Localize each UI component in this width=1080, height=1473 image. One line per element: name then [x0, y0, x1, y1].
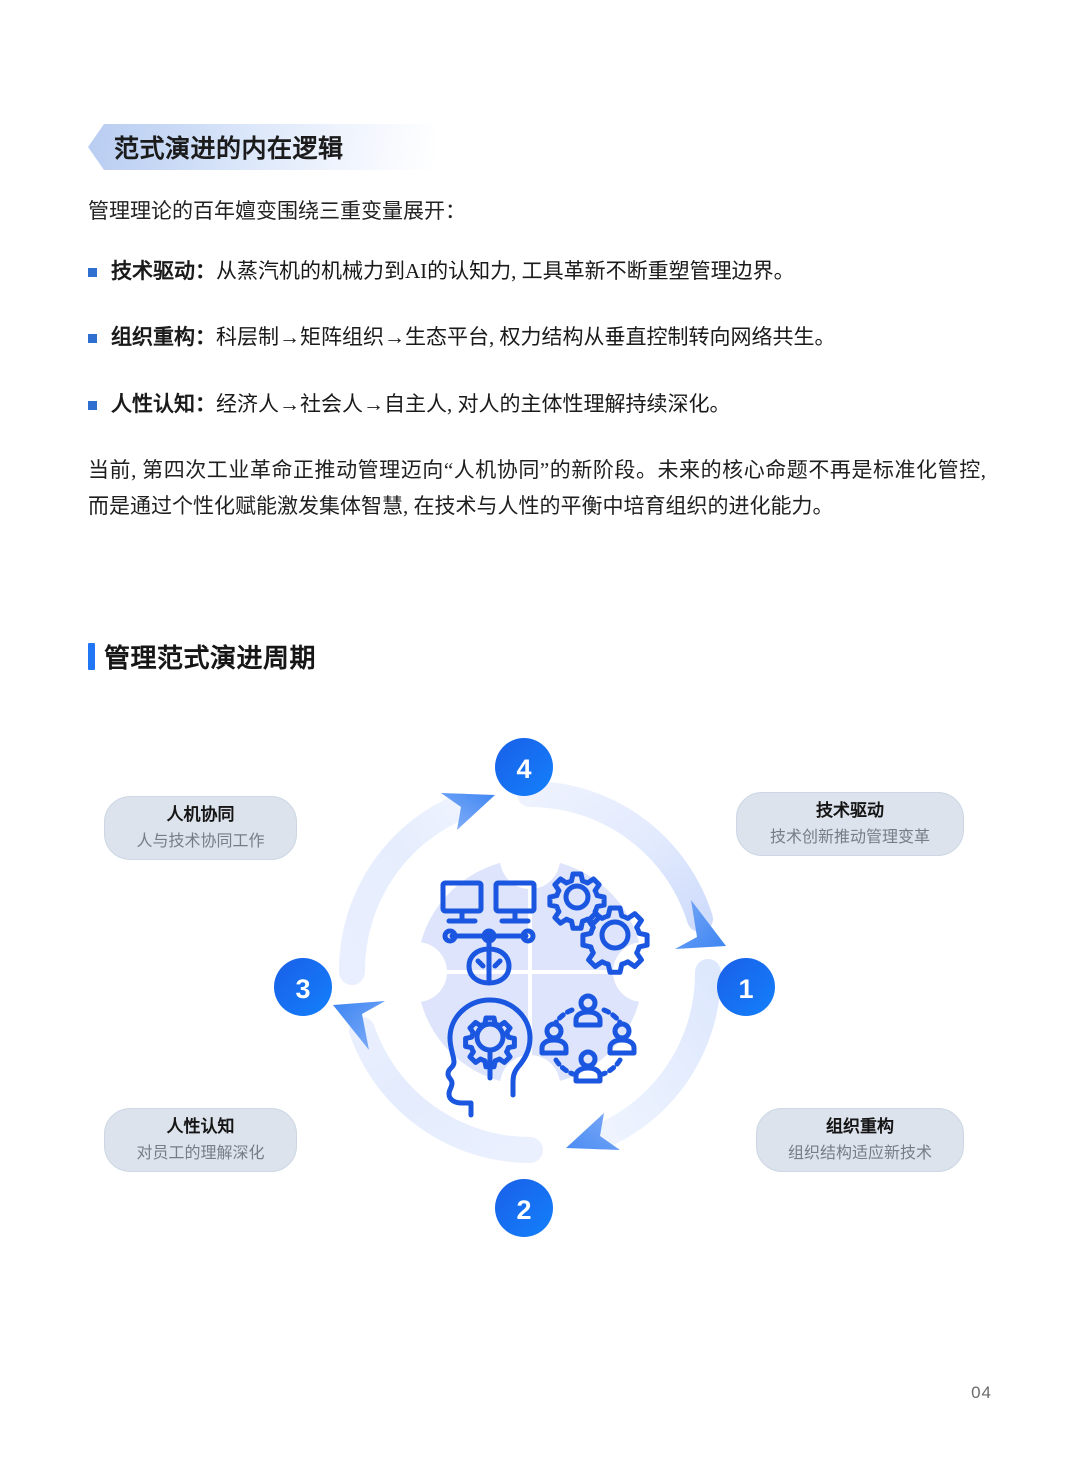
bullet-content: 组织重构：科层制→矩阵组织→生态平台, 权力结构从垂直控制转向网络共生。: [111, 322, 836, 352]
cycle-node-1[interactable]: 1: [717, 958, 775, 1016]
arc-segment-4-to-1: [517, 781, 713, 932]
cycle-label-card-2[interactable]: 组织重构 组织结构适应新技术: [756, 1108, 964, 1172]
head-gear-icon: [445, 997, 533, 1118]
arc-segment-2-to-3: [349, 1017, 543, 1163]
bullet-term: 组织重构：: [111, 325, 216, 350]
cycle-label-card-1[interactable]: 技术驱动 技术创新推动管理变革: [736, 792, 964, 856]
square-bullet-icon: [88, 268, 97, 277]
cycle-ring: [333, 781, 726, 1163]
list-item: 组织重构：科层制→矩阵组织→生态平台, 权力结构从垂直控制转向网络共生。: [88, 322, 988, 352]
cycle-label-subtitle: 对员工的理解深化: [136, 1145, 265, 1163]
page-number: 04: [971, 1383, 992, 1402]
list-item: 人性认知：经济人→社会人→自主人, 对人的主体性理解持续深化。: [88, 389, 988, 419]
cycle-label-title: 人机协同: [166, 804, 235, 824]
bullet-content: 人性认知：经济人→社会人→自主人, 对人的主体性理解持续深化。: [111, 389, 731, 419]
arrowhead-to-1: [675, 900, 726, 949]
arc-segment-1-to-2: [587, 959, 722, 1150]
square-bullet-icon: [88, 400, 97, 410]
banner-background: [88, 124, 436, 170]
cycle-node-4-label: 4: [516, 754, 531, 784]
bullet-content: 技术驱动：从蒸汽机的机械力到AI的认知力, 工具革新不断重塑管理边界。: [111, 256, 795, 286]
intro-lead-text: 管理理论的百年嬗变围绕三重变量展开：: [88, 199, 466, 223]
cycle-label-subtitle: 组织结构适应新技术: [787, 1145, 932, 1163]
arrowhead-to-4: [441, 793, 495, 830]
heading-accent-bar: [88, 643, 95, 670]
bullet-term: 人性认知：: [111, 391, 216, 416]
section-banner: 范式演进的内在逻辑: [88, 124, 436, 170]
cycle-label-subtitle: 人与技术协同工作: [136, 833, 265, 851]
cycle-label-title: 组织重构: [826, 1116, 894, 1136]
cycle-node-1-label: 1: [738, 974, 753, 1004]
bullet-list: 技术驱动：从蒸汽机的机械力到AI的认知力, 工具革新不断重塑管理边界。 组织重构…: [88, 256, 988, 455]
page-title: 范式演进的内在逻辑: [114, 135, 344, 163]
body-paragraph: 当前, 第四次工业革命正推动管理迈向“人机协同”的新阶段。未来的核心命题不再是标…: [88, 458, 986, 519]
bullet-desc: 从蒸汽机的机械力到AI的认知力, 工具革新不断重塑管理边界。: [216, 259, 795, 283]
section-heading-label: 管理范式演进周期: [104, 643, 317, 673]
cycle-label-title: 人性认知: [166, 1116, 235, 1136]
cycle-label-card-3[interactable]: 人性认知 对员工的理解深化: [104, 1108, 297, 1172]
cycle-node-4[interactable]: 4: [495, 738, 553, 796]
gears-icon: [547, 871, 650, 975]
square-bullet-icon: [88, 334, 97, 344]
cycle-label-card-4[interactable]: 人机协同 人与技术协同工作: [104, 796, 297, 860]
bullet-desc: 经济人→社会人→自主人, 对人的主体性理解持续深化。: [216, 391, 731, 416]
cycle-node-2-label: 2: [516, 1195, 531, 1225]
bullet-desc: 科层制→矩阵组织→生态平台, 权力结构从垂直控制转向网络共生。: [216, 325, 836, 350]
cycle-node-2[interactable]: 2: [495, 1179, 553, 1237]
bullet-term: 技术驱动：: [111, 259, 216, 283]
cycle-label-title: 技术驱动: [816, 800, 884, 820]
cycle-diagram-svg: 4 1 2 3: [274, 738, 775, 1237]
arc-segment-3-to-4: [338, 793, 475, 985]
cycle-label-subtitle: 技术创新推动管理变革: [769, 829, 930, 847]
people-network-icon: [539, 993, 637, 1084]
ai-network-icon: [440, 880, 537, 986]
arrowhead-to-3: [333, 1001, 385, 1050]
cycle-node-3[interactable]: 3: [274, 958, 332, 1016]
arrowhead-to-2: [566, 1113, 620, 1150]
cycle-diagram: 4 1 2 3: [0, 700, 1080, 1270]
section-heading: 管理范式演进周期: [88, 638, 316, 675]
cycle-node-3-label: 3: [295, 974, 310, 1004]
list-item: 技术驱动：从蒸汽机的机械力到AI的认知力, 工具革新不断重塑管理边界。: [88, 256, 988, 286]
